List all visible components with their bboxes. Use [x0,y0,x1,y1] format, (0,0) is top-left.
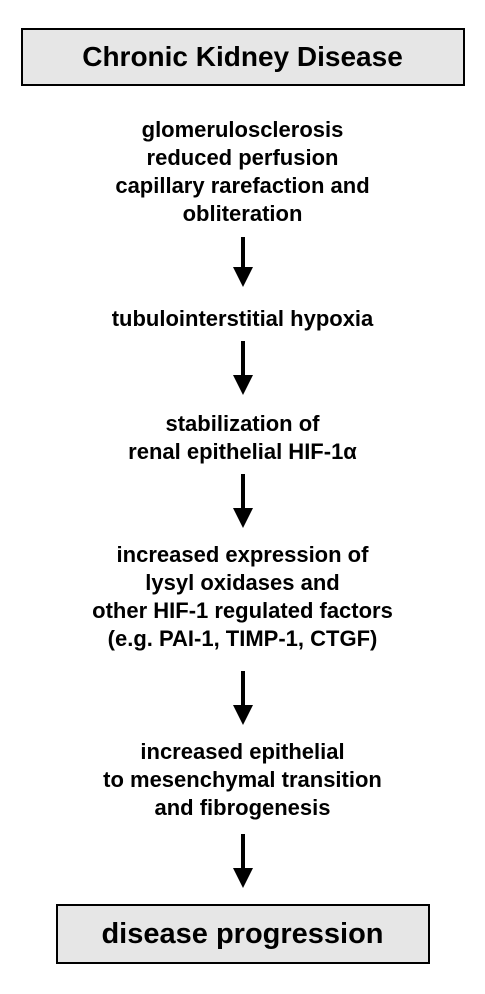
step-glomerulosclerosis: glomerulosclerosis reduced perfusion cap… [0,116,485,228]
down-arrow-icon [232,341,254,395]
step-line: lysyl oxidases and [145,570,340,595]
step-line: stabilization of [165,411,320,436]
step-line: to mesenchymal transition [103,767,382,792]
step-line: (e.g. PAI-1, TIMP-1, CTGF) [107,626,378,651]
step-line: obliteration [182,201,303,226]
down-arrow-icon [232,671,254,725]
step-emt-fibrogenesis: increased epithelial to mesenchymal tran… [0,738,485,822]
step-line: and fibrogenesis [154,795,331,820]
step-line: glomerulosclerosis [141,117,344,142]
top-box-label: Chronic Kidney Disease [82,41,403,72]
down-arrow-icon [232,834,254,888]
step-line: other HIF-1 regulated factors [92,598,393,623]
down-arrow-icon [232,474,254,528]
chronic-kidney-disease-box: Chronic Kidney Disease [20,28,465,86]
step-line: renal epithelial HIF-1α [128,439,357,464]
disease-progression-box: disease progression [55,904,430,964]
step-line: tubulointerstitial hypoxia [111,306,374,331]
down-arrow-icon [232,237,254,287]
step-line: increased expression of [116,542,369,567]
step-line: increased epithelial [140,739,345,764]
step-tubulointerstitial-hypoxia: tubulointerstitial hypoxia [0,305,485,333]
step-hif-stabilization: stabilization of renal epithelial HIF-1α [0,410,485,466]
bottom-box-label: disease progression [101,917,384,950]
step-increased-expression: increased expression of lysyl oxidases a… [0,541,485,653]
step-line: capillary rarefaction and [115,173,370,198]
step-line: reduced perfusion [146,145,339,170]
